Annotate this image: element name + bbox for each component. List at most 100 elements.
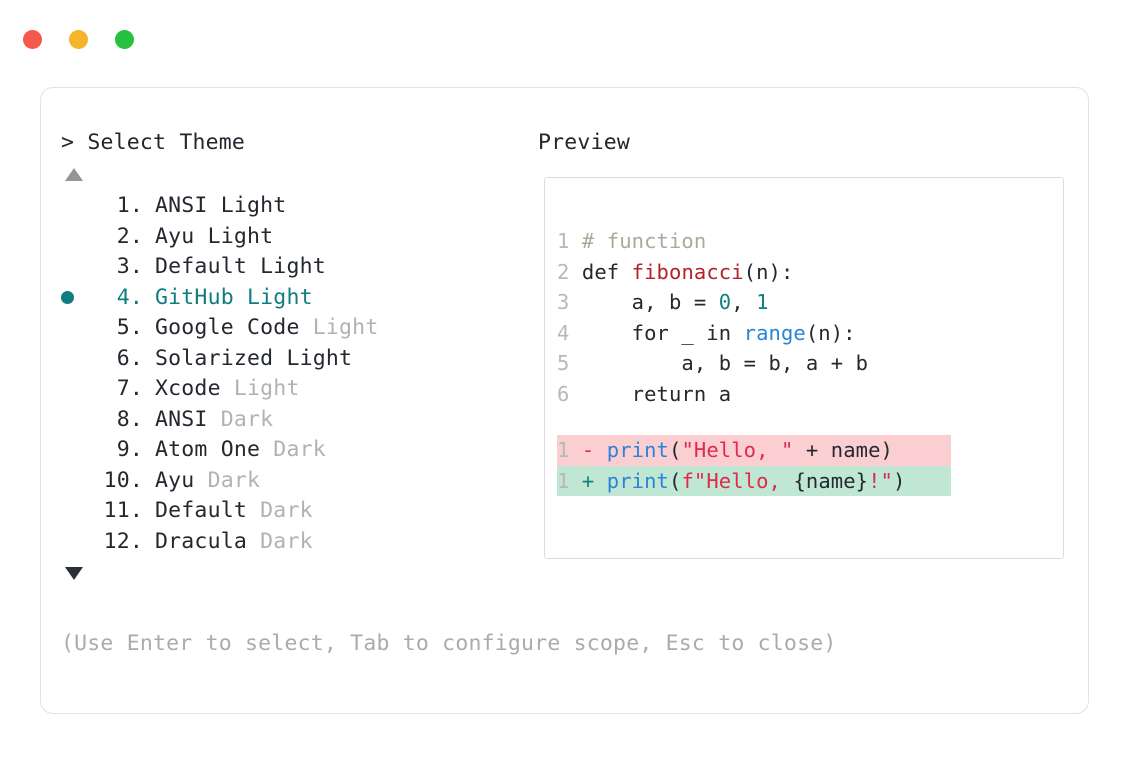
code-line-number: 2 [557,259,582,284]
code-line: 1 # function [557,226,1063,257]
diff-line-del: 1 - print("Hello, " + name) [557,435,951,466]
theme-item-index: 9. [116,437,143,462]
maximize-window-dot[interactable] [115,30,134,49]
theme-item-index: 6. [116,345,143,371]
theme-list-item[interactable]: 12. Dracula Dark [61,527,531,558]
theme-item-name: Solarized [155,345,274,371]
theme-item-variant: Light [273,345,353,371]
code-token: fibonacci [631,259,744,284]
keyboard-hint: (Use Enter to select, Tab to configure s… [61,631,837,656]
code-token: def [581,259,632,284]
theme-list-item[interactable]: 10.Ayu Dark [61,466,531,497]
theme-item-variant: Light [233,284,313,310]
code-token: return a [581,381,732,406]
code-token: for _ in [581,320,744,345]
theme-item-index: 7. [116,376,143,401]
scroll-down-arrow-icon[interactable] [65,567,83,580]
theme-list-item[interactable]: 4. GitHub Light [61,283,531,314]
theme-selected-bullet-cell [61,466,91,497]
theme-item-name: Default [155,254,248,279]
code-token: range [743,320,806,345]
code-line: 5 a, b = b, a + b [557,348,1063,379]
theme-list-item[interactable]: 3. Default Light [61,252,531,283]
code-line-number: 6 [557,381,582,406]
theme-item-variant: Dark [260,437,326,462]
code-token: ) [892,468,906,493]
theme-selected-bullet-cell [61,405,91,436]
theme-list-item[interactable]: 6. Solarized Light [61,344,531,375]
code-line-number: 4 [557,320,582,345]
theme-list-item[interactable]: 11.Default Dark [61,496,531,527]
theme-item-index: 4. [116,284,143,310]
code-spacer [557,409,1063,435]
theme-selected-bullet-cell [61,374,91,405]
code-token: print [606,468,669,493]
theme-item-name: ANSI [155,406,208,432]
code-line-number: 5 [557,351,582,375]
diff-sign: + [581,468,607,493]
theme-selected-bullet-cell [61,527,91,558]
theme-item-variant: Light [194,223,274,249]
theme-list-item[interactable]: 1. ANSI Light [61,191,531,222]
theme-selected-bullet-cell [61,252,91,283]
code-token: (n): [805,320,856,345]
code-token: 1 [756,290,769,314]
theme-selected-bullet-cell [61,191,91,222]
code-line-number: 3 [557,290,582,314]
theme-list-item[interactable]: 2.Ayu Light [61,222,531,253]
theme-item-variant: Dark [207,406,274,432]
theme-item-variant: Dark [247,528,313,554]
theme-list-item[interactable]: 7. Xcode Light [61,374,531,405]
theme-list-item[interactable]: 8. ANSI Dark [61,405,531,436]
theme-item-index: 5. [116,315,143,340]
code-line: 4 for _ in range(n): [557,318,1063,349]
theme-item-name: Xcode [155,376,221,401]
theme-item-name: GitHub [155,284,234,310]
selected-bullet-icon [61,291,74,305]
theme-item-variant: Dark [247,498,313,523]
theme-item-name: Ayu [155,467,195,493]
code-token: f"Hello, [681,468,794,493]
code-token: ( [669,438,682,462]
code-token: # function [581,229,707,253]
theme-list-item[interactable]: 5. Google Code Light [61,313,531,344]
theme-item-variant: Light [247,254,326,279]
window-controls [23,30,134,49]
theme-item-name: Google Code [155,315,300,340]
code-line: 2 def fibonacci(n): [557,257,1063,288]
theme-selected-bullet-cell [61,344,91,375]
theme-item-variant: Light [299,315,379,340]
theme-item-index: 11. [103,498,143,523]
theme-item-index: 12. [103,528,143,554]
theme-item-index: 8. [116,406,143,432]
theme-item-name: ANSI [155,193,208,218]
theme-item-index: 1. [116,193,143,218]
theme-item-index: 3. [116,254,143,279]
theme-selected-bullet-cell [61,222,91,253]
minimize-window-dot[interactable] [69,30,88,49]
preview-title: Preview [538,130,631,155]
code-line-number: 1 [557,468,582,493]
scroll-up-arrow-icon[interactable] [65,168,83,181]
theme-list-item[interactable]: 9.Atom One Dark [61,435,531,466]
code-token: ( [669,468,682,493]
theme-item-variant: Light [220,376,300,401]
code-token: print [606,438,669,462]
theme-item-index: 2. [116,223,143,249]
prompt-caret: > [61,130,75,155]
close-window-dot[interactable] [23,30,42,49]
theme-item-name: Dracula [155,528,248,554]
theme-selected-bullet-cell [61,496,91,527]
code-token: (n): [743,259,794,284]
theme-item-variant: Light [207,193,287,218]
code-token: 0 [718,290,732,314]
theme-selected-bullet-cell [61,313,91,344]
theme-selected-bullet-cell [61,283,91,314]
code-token: a, b = [581,290,719,314]
